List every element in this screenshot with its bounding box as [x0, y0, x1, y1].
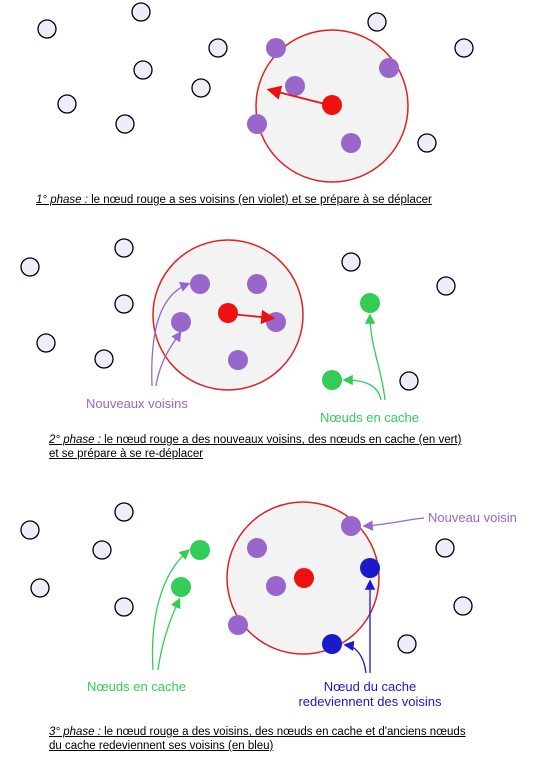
- cache-back-label-line2: redeviennent des voisins: [298, 694, 442, 709]
- phase-1-diagram: [37, 2, 474, 183]
- new-neighbors-arrow: [151, 282, 191, 387]
- phase-3-caption-line2: du cache redeviennent ses voisins (en bl…: [49, 740, 274, 752]
- phase-label: 3° phase :: [49, 726, 101, 738]
- cache-nodes-label: Nœuds en cache: [87, 679, 186, 694]
- purple-nodes: [228, 516, 361, 635]
- cache-back-arrow: [343, 640, 367, 674]
- phase-label: 1° phase :: [36, 194, 88, 206]
- phase-1-caption: 1° phase : le nœud rouge a ses voisins (…: [36, 193, 432, 207]
- cache-nodes-label: Nœuds en cache: [320, 410, 419, 425]
- purple-nodes: [171, 274, 286, 370]
- cache-back-label-line1: Nœud du cache: [323, 679, 417, 694]
- phase-3-diagram: [20, 501, 473, 674]
- blue-nodes: [322, 558, 380, 654]
- cache-nodes-arrow: [151, 549, 190, 671]
- purple-nodes: [247, 38, 399, 153]
- phase-3-caption: 3° phase : le nœud rouge a des voisins, …: [49, 725, 466, 739]
- white-nodes: [20, 238, 456, 391]
- new-neighbor-arrow: [362, 517, 425, 531]
- cache-nodes-arrow: [364, 313, 386, 401]
- red-node: [218, 303, 238, 323]
- new-neighbor-label: Nouveau voisin: [428, 510, 517, 525]
- phase-label: 2° phase :: [49, 434, 101, 446]
- white-nodes: [20, 502, 473, 654]
- move-arrow: [266, 85, 326, 105]
- phase-2-caption-line2: et se prépare à se re-déplacer: [49, 448, 204, 460]
- cache-back-label: Nœud du cache redeviennent des voisins: [286, 679, 454, 709]
- new-neighbors-arrow: [155, 330, 182, 387]
- cache-nodes-arrow: [342, 374, 382, 401]
- phase-2-caption: 2° phase : le nœud rouge a des nouveaux …: [49, 433, 461, 447]
- new-neighbors-label: Nouveaux voisins: [86, 396, 188, 411]
- caption-text: le nœud rouge a des voisins, des nœuds e…: [100, 726, 466, 738]
- caption-text: le nœud rouge a ses voisins (en violet) …: [87, 194, 432, 206]
- white-nodes: [37, 2, 474, 153]
- cache-nodes-arrow: [157, 597, 181, 671]
- red-node: [294, 568, 314, 588]
- green-nodes: [322, 293, 380, 390]
- phase-2-diagram: [20, 238, 456, 401]
- green-nodes: [171, 540, 210, 597]
- red-node: [322, 95, 342, 115]
- caption-text: le nœud rouge a des nouveaux voisins, de…: [100, 434, 462, 446]
